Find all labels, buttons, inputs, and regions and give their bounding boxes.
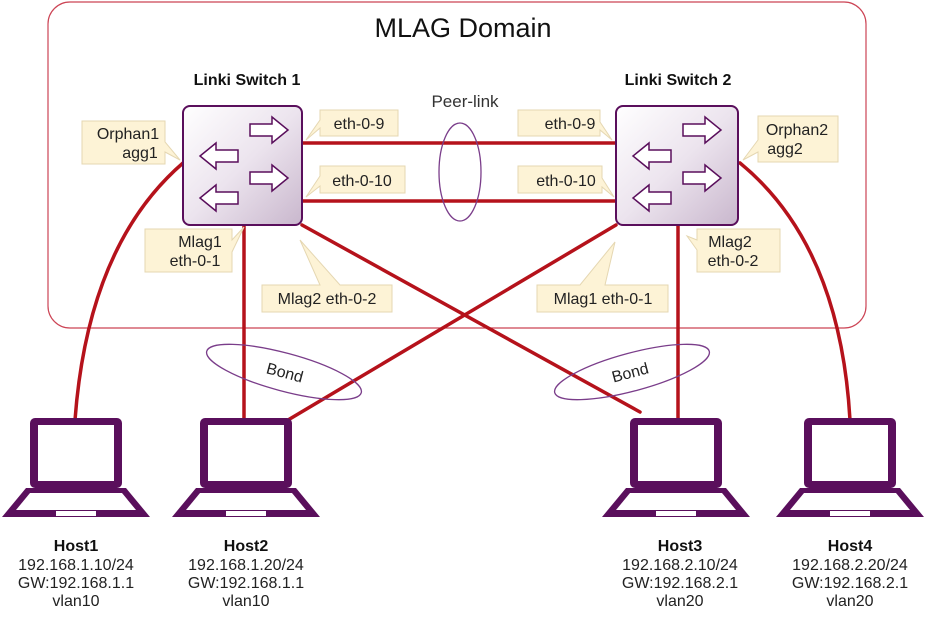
host3-vlan: vlan20	[656, 593, 703, 610]
link-orphan2-host4	[738, 161, 852, 422]
host3-ip: 192.168.2.10/24	[622, 557, 738, 574]
callout-orphan1: Orphan1 agg1	[81, 120, 181, 165]
peer-link-ellipse	[438, 122, 482, 222]
callout-orphan2: Orphan2 agg2	[742, 115, 839, 163]
svg-text:eth-0-1: eth-0-1	[170, 253, 221, 270]
mlag-domain-title: MLAG Domain	[374, 13, 551, 43]
links	[73, 141, 852, 422]
svg-text:eth-0-9: eth-0-9	[545, 116, 596, 133]
switch1[interactable]	[182, 105, 303, 226]
svg-text:agg1: agg1	[122, 145, 158, 162]
bond-left-label: Bond	[264, 360, 305, 386]
bond-right-ellipse	[553, 343, 711, 401]
callout-sw1-eth-0-9: eth-0-9	[305, 109, 399, 141]
svg-text:Orphan1: Orphan1	[97, 126, 159, 143]
host2-name: Host2	[224, 538, 269, 555]
svg-text:eth-0-9: eth-0-9	[334, 116, 385, 133]
host4-name: Host4	[828, 538, 873, 555]
svg-text:agg2: agg2	[767, 141, 803, 158]
host4-laptop-icon	[776, 418, 924, 517]
host1-vlan: vlan10	[52, 593, 99, 610]
host4-gw: GW:192.168.2.1	[792, 575, 908, 592]
svg-text:eth-0-2: eth-0-2	[708, 253, 759, 270]
switch2-body	[615, 105, 739, 226]
svg-text:Mlag2 eth-0-2: Mlag2 eth-0-2	[278, 291, 377, 308]
host2-ip: 192.168.1.20/24	[188, 557, 304, 574]
link-orphan1-host1	[73, 161, 185, 422]
callout-sw2-mlag1: Mlag1 eth-0-1	[536, 241, 669, 313]
host1-ip: 192.168.1.10/24	[18, 557, 134, 574]
host2-vlan: vlan10	[222, 593, 269, 610]
host3-gw: GW:192.168.2.1	[622, 575, 738, 592]
callout-sw1-mlag2: Mlag2 eth-0-2	[261, 239, 393, 313]
peer-link-label: Peer-link	[431, 92, 499, 111]
callout-sw1-mlag1: Mlag1 eth-0-1	[144, 226, 245, 273]
host3[interactable]: Host3 192.168.2.10/24 GW:192.168.2.1 vla…	[602, 418, 750, 610]
svg-text:Mlag1 eth-0-1: Mlag1 eth-0-1	[554, 291, 653, 308]
bond-right: Bond	[553, 343, 711, 401]
switch1-body	[182, 105, 303, 226]
link-sw1-host3	[300, 223, 642, 414]
switch2-name: Linki Switch 2	[625, 72, 732, 89]
host1[interactable]: Host1 192.168.1.10/24 GW:192.168.1.1 vla…	[2, 418, 150, 610]
callout-sw2-eth-0-9: eth-0-9	[517, 109, 613, 141]
svg-text:eth-0-10: eth-0-10	[332, 173, 392, 190]
host4-vlan: vlan20	[826, 593, 873, 610]
link-sw2-host2	[286, 223, 618, 422]
host3-name: Host3	[658, 538, 703, 555]
host4[interactable]: Host4 192.168.2.20/24 GW:192.168.2.1 vla…	[776, 418, 924, 610]
host1-laptop-icon	[2, 418, 150, 517]
host2-gw: GW:192.168.1.1	[188, 575, 304, 592]
svg-text:Mlag1: Mlag1	[178, 234, 222, 251]
callout-sw2-eth-0-10: eth-0-10	[517, 165, 615, 198]
switch1-name: Linki Switch 1	[194, 72, 301, 89]
svg-text:eth-0-10: eth-0-10	[536, 173, 596, 190]
bond-right-label: Bond	[610, 360, 651, 386]
host2[interactable]: Host2 192.168.1.20/24 GW:192.168.1.1 vla…	[172, 418, 320, 610]
mlag-domain-box	[47, 1, 867, 329]
host1-gw: GW:192.168.1.1	[18, 575, 134, 592]
bond-left-ellipse	[205, 343, 363, 401]
host1-name: Host1	[54, 538, 99, 555]
svg-text:Orphan2: Orphan2	[766, 122, 828, 139]
switch2[interactable]	[615, 105, 739, 226]
bond-left: Bond	[205, 343, 363, 401]
host4-ip: 192.168.2.20/24	[792, 557, 908, 574]
host3-laptop-icon	[602, 418, 750, 517]
host2-laptop-icon	[172, 418, 320, 517]
svg-text:Mlag2: Mlag2	[708, 234, 752, 251]
callout-sw2-mlag2: Mlag2 eth-0-2	[685, 228, 781, 273]
callout-sw1-eth-0-10: eth-0-10	[305, 165, 406, 198]
